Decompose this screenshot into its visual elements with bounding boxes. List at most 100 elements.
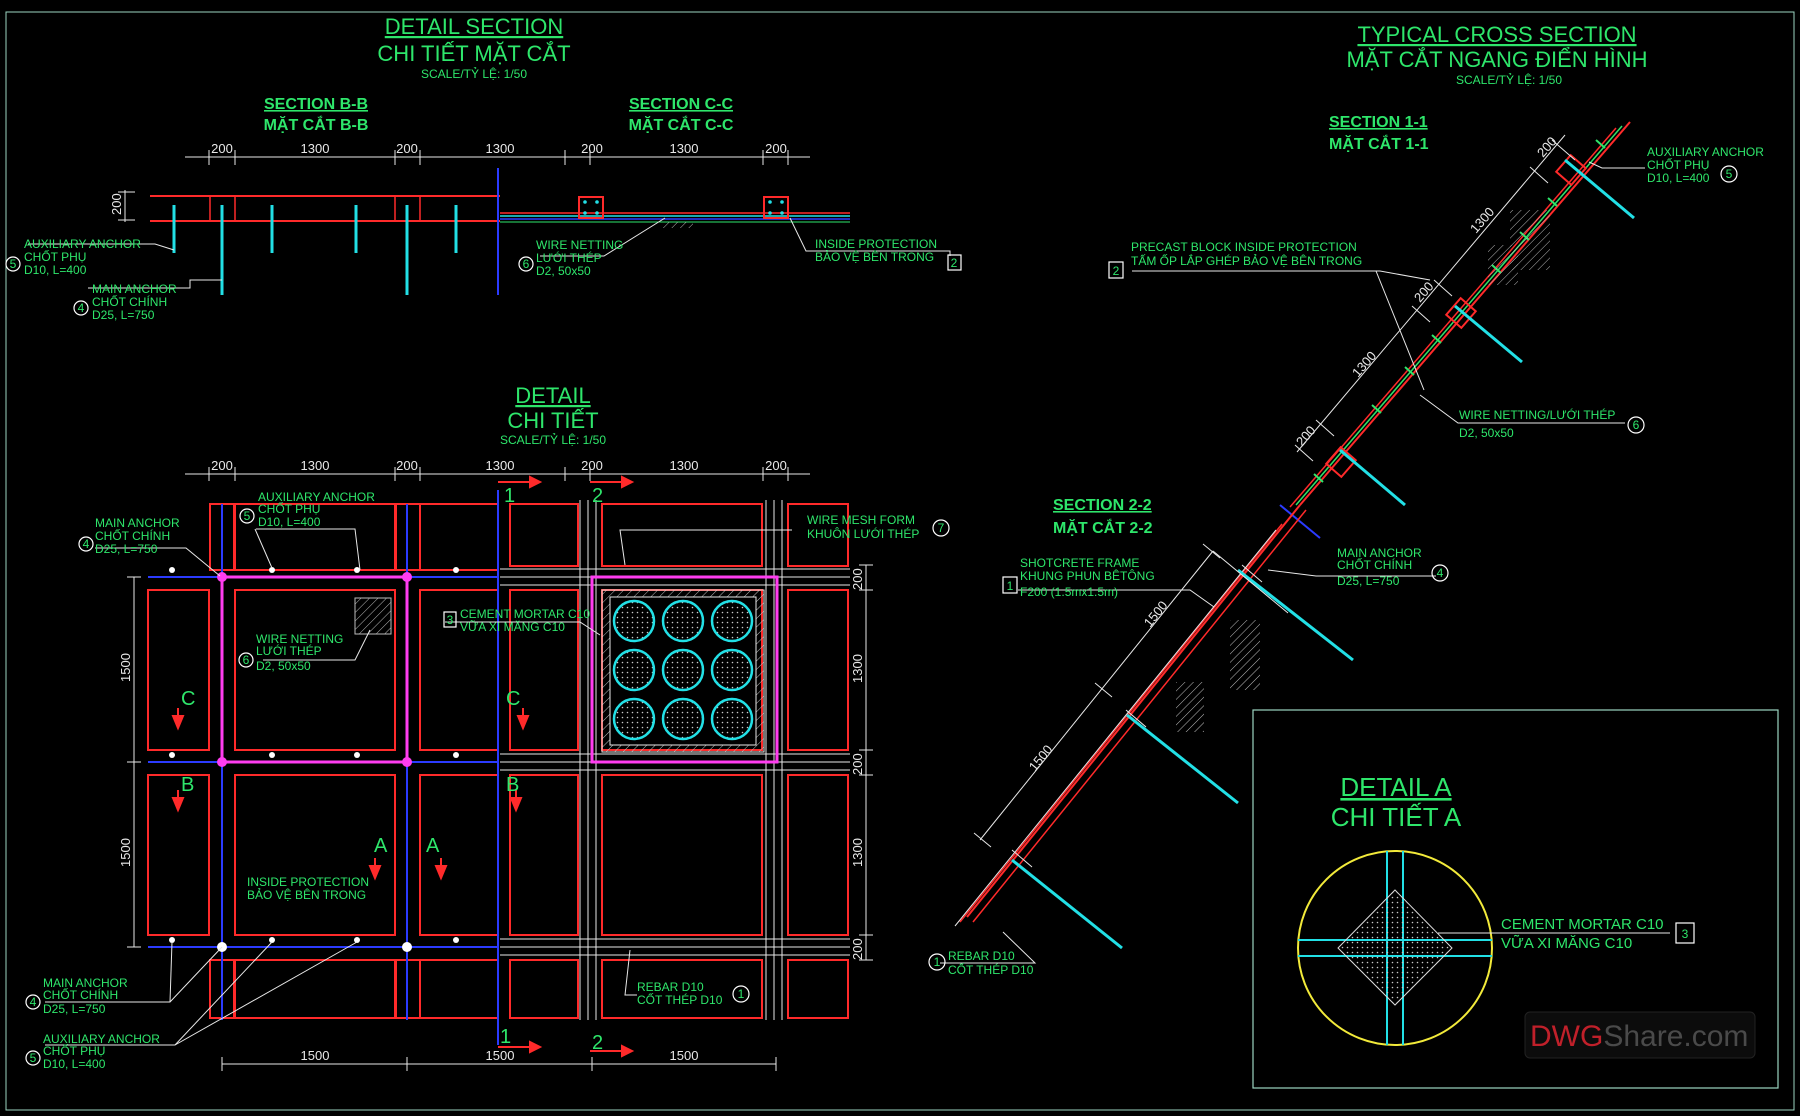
wire-mesh-form-lines (500, 500, 850, 1020)
marker-1-bottom: 1 (500, 1026, 511, 1048)
marker-a-left: A (374, 835, 388, 857)
tcs-main-badge (1431, 564, 1449, 582)
marker-c-right: C (506, 688, 520, 710)
detail-labels: 4 MAIN ANCHOR CHỐT CHÍNH D25, L=750 5 AU… (25, 490, 950, 1071)
section-11-drawing (1279, 121, 1635, 539)
section-11-subtitle: MẶT CẮT 1-1 (1329, 134, 1429, 153)
d-dim-bottom-1: 1500 (486, 1048, 515, 1063)
d-dim-top-2: 200 (396, 458, 418, 473)
d-wire-netting-2: LƯỚI THÉP (256, 643, 322, 658)
tcs-rebar-2: CỐT THÉP D10 (948, 962, 1034, 977)
section-22-dimensions (973, 543, 1289, 848)
d-main-anchor-2: CHỐT CHÍNH (95, 528, 170, 543)
d-main-anchor-b-num: 4 (30, 995, 37, 1009)
tcs-aux-1: AUXILIARY ANCHOR (1647, 145, 1764, 159)
d-aux-anchor-b-badge (25, 1050, 41, 1066)
tcs-main-2: CHỐT CHÍNH (1337, 557, 1412, 572)
d-dim-left-0: 1500 (118, 653, 133, 682)
detail-magenta-frame (220, 575, 409, 764)
ds-dim-5: 1300 (670, 141, 699, 156)
d-dim-top-1: 1300 (301, 458, 330, 473)
ds-inside-protection-badge (947, 254, 962, 271)
tcs-main-num: 4 (1437, 566, 1444, 580)
tcs-wire-badge (1627, 416, 1645, 434)
ds-main-anchor-2: CHỐT CHÍNH (92, 294, 167, 309)
d-main-anchor-b-badge (25, 994, 41, 1010)
detail-a-titles: DETAIL A CHI TIẾT A (1331, 772, 1462, 832)
ds-aux-anchor-1: AUXILIARY ANCHOR (24, 237, 141, 251)
detail-a-label-1: CEMENT MORTAR C10 (1501, 916, 1664, 933)
tcs-precast-num: 2 (1113, 264, 1120, 278)
detail-a-drawing (1297, 850, 1493, 1046)
ds-wire-netting-2: LƯỚI THÉP (536, 250, 602, 265)
section-cc-drawing (500, 196, 850, 228)
detail-a-num: 3 (1682, 927, 1689, 941)
marker-c-left: C (181, 688, 195, 710)
d-dim-bottom-2: 1500 (670, 1048, 699, 1063)
section-22-title: SECTION 2-2 (1053, 497, 1152, 514)
d-dim-right-0: 200 (850, 568, 865, 590)
ds-dim-4: 200 (581, 141, 603, 156)
d-aux-anchor-num: 5 (244, 509, 251, 523)
ds-aux-anchor-3: D10, L=400 (24, 263, 87, 277)
d-aux-anchor-b-2: CHỐT PHỤ (43, 1043, 105, 1058)
tcs-aux-2: CHỐT PHỤ (1647, 157, 1709, 172)
d-dim-top-3: 1300 (486, 458, 515, 473)
d-aux-anchor-b-num: 5 (30, 1051, 37, 1065)
s22-dim-0: 1500 (1141, 598, 1171, 630)
ds-inside-protection-1: INSIDE PROTECTION (815, 237, 937, 251)
ds-dim-0: 200 (211, 141, 233, 156)
ds-wire-netting-badge (518, 256, 534, 272)
d-rebar-2: CỐT THÉP D10 (637, 992, 723, 1007)
d-main-anchor-badge (78, 536, 94, 552)
detail-a-title: DETAIL A (1340, 772, 1452, 802)
section-11-dimensions (1294, 134, 1576, 462)
tcs-rebar-1: REBAR D10 (948, 949, 1015, 963)
d-rebar-1: REBAR D10 (637, 980, 704, 994)
section-22-subtitle: MẶT CẮT 2-2 (1053, 518, 1153, 537)
d-aux-anchor-b-3: D10, L=400 (43, 1057, 106, 1071)
ds-aux-anchor-badge (5, 256, 21, 272)
watermark: DWGShare.com (1524, 1011, 1756, 1059)
d-inside-protection-1: INSIDE PROTECTION (247, 875, 369, 889)
detail-a-frame (1252, 709, 1779, 1089)
ds-wire-netting-3: D2, 50x50 (536, 264, 591, 278)
section-cc-subtitle: MẶT CẮT C-C (629, 115, 734, 134)
tcs-aux-badge (1720, 165, 1738, 183)
tcs-wire-2: D2, 50x50 (1459, 426, 1514, 440)
ds-main-anchor-3: D25, L=750 (92, 308, 155, 322)
d-aux-anchor-2: CHỐT PHỤ (258, 501, 320, 516)
tcs-main-3: D25, L=750 (1337, 574, 1400, 588)
tcs-wire-num: 6 (1633, 418, 1640, 432)
marker-a-right: A (426, 835, 440, 857)
d-main-anchor-3: D25, L=750 (95, 542, 158, 556)
tcs-precast-1: PRECAST BLOCK INSIDE PROTECTION (1131, 240, 1357, 254)
ds-wire-netting-num: 6 (523, 257, 530, 271)
ds-dim-1: 1300 (301, 141, 330, 156)
section-cc-title: SECTION C-C (629, 96, 733, 113)
detail-a-label: CEMENT MORTAR C10 VỮA XI MĂNG C10 3 (1438, 916, 1695, 952)
d-inside-protection-2: BẢO VỆ BÊN TRONG (247, 887, 366, 902)
marker-b-left: B (181, 774, 194, 796)
tcs-aux-num: 5 (1726, 167, 1733, 181)
detail-section-markers: 1 2 1 2 C C B B A A (171, 475, 635, 1058)
detail-leaders (45, 528, 792, 1046)
anchor-points (169, 567, 459, 952)
tcs-wire-1: WIRE NETTING/LƯỚI THÉP (1459, 407, 1615, 422)
ds-main-anchor-1: MAIN ANCHOR (92, 282, 177, 296)
ds-dim-2: 200 (396, 141, 418, 156)
watermark-text: DWGShare.com (1530, 1020, 1748, 1053)
d-dim-left-1: 1500 (118, 838, 133, 867)
detail-titles: DETAIL CHI TIẾT SCALE/TỶ LỆ: 1/50 (500, 383, 606, 447)
detail-section-title: DETAIL SECTION (385, 14, 563, 39)
tcs-leaders (940, 161, 1645, 964)
watermark-part1: DWG (1530, 1020, 1603, 1053)
d-aux-anchor-b-1: AUXILIARY ANCHOR (43, 1032, 160, 1046)
s11-dim-4: 200 (1293, 423, 1319, 449)
section-11-dim-texts: 200 1300 200 1300 200 (1293, 134, 1560, 449)
ds-wire-netting-1: WIRE NETTING (536, 238, 623, 252)
marker-b-right: B (506, 774, 519, 796)
ds-main-anchor-num: 4 (78, 301, 85, 315)
tcs-subtitle: MẶT CẮT NGANG ĐIỂN HÌNH (1346, 47, 1647, 72)
d-wire-netting-3: D2, 50x50 (256, 659, 311, 673)
